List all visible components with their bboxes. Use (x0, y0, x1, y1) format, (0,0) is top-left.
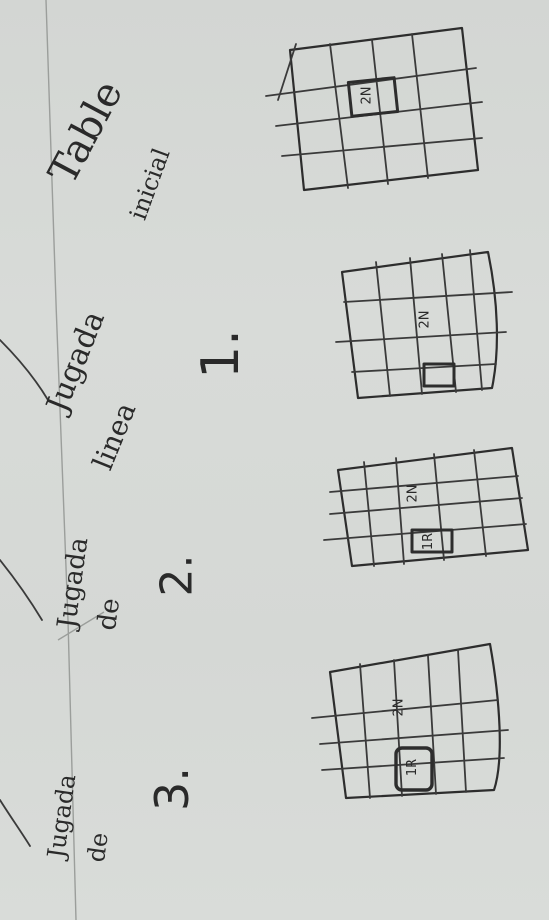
step-number-3: 3. (144, 767, 199, 811)
grid-step-3 (311, 642, 509, 800)
grid-initial-piece: 2N (359, 86, 375, 105)
margin-line (45, 0, 77, 920)
grid-initial (265, 26, 483, 192)
grid-step-3-highlight: 1R (405, 758, 421, 777)
grid-step-2-highlight: 1R (421, 532, 437, 551)
margin-tick (57, 611, 105, 641)
label-step3-line2: de (82, 830, 114, 864)
grid-step-2 (323, 446, 530, 568)
label-stroke-2 (0, 559, 43, 621)
grid-step-1-piece: 2N (417, 310, 433, 329)
label-stroke-3 (0, 799, 31, 847)
grid-step-3-piece: 2N (391, 698, 407, 717)
label-step2-line2: de (92, 596, 127, 633)
step-number-2: 2. (151, 554, 203, 597)
grid-step-2-piece: 2N (405, 484, 421, 503)
label-stroke-1 (0, 339, 49, 401)
step-number-1: 1. (190, 329, 251, 379)
grid-step-1 (335, 249, 513, 400)
